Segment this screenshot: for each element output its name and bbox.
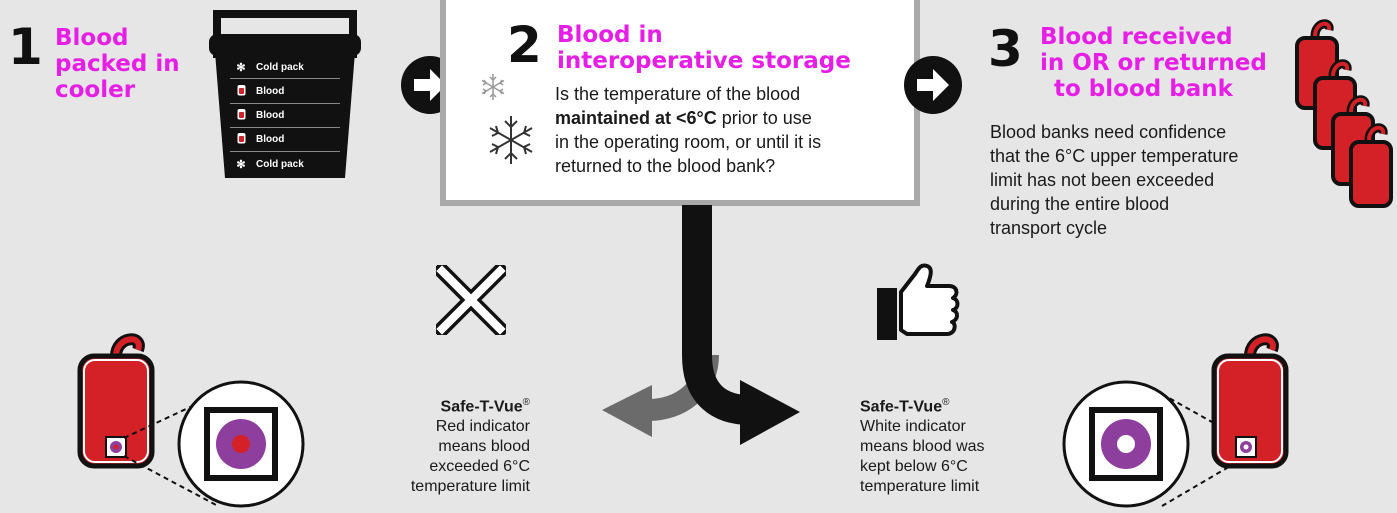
cooler-row-cold-pack-top: ✻Cold pack: [222, 58, 352, 76]
snowflake-icon: [478, 72, 508, 107]
fail-line: means blood: [438, 438, 530, 456]
step2-title: Blood in interoperative storage: [557, 22, 887, 74]
snowflake-icon: [484, 113, 538, 172]
step3-title-line2: in OR or returned: [1040, 50, 1267, 76]
step2-text-line2: maintained at <6°C prior to use: [555, 106, 905, 130]
step2-text-line1: Is the temperature of the blood: [555, 84, 801, 104]
fail-brand: Safe-T-Vue®: [440, 397, 530, 416]
snowflake-icon: ✻: [236, 61, 246, 74]
blood-bag-icon: [76, 330, 156, 475]
fail-line: Red indicator: [435, 418, 530, 436]
arrow-right-icon: [903, 55, 963, 120]
step3-title-line3: to blood bank: [1054, 76, 1233, 102]
step2-text-line4: returned to the blood bank?: [555, 156, 776, 176]
step3-text-line: Blood banks need confidence: [990, 122, 1227, 142]
pass-line: White indicator: [860, 418, 966, 436]
step2-text: Is the temperature of the blood maintain…: [555, 82, 905, 178]
fail-line: exceeded 6°C: [429, 458, 530, 476]
fail-line: temperature limit: [410, 478, 530, 496]
step3-text: Blood banks need confidence that the 6°C…: [990, 120, 1290, 240]
step3-text-line: limit has not been exceeded: [990, 170, 1215, 190]
snowflake-icon: ✻: [236, 158, 246, 171]
magnifier-circle-icon: [175, 362, 307, 513]
pass-brand: Safe-T-Vue®: [860, 397, 950, 416]
step2-text-post1: prior to use: [716, 108, 812, 128]
step3-title: Blood received in OR or returned to bloo…: [1040, 24, 1290, 102]
step2-text-bold: maintained at <6°C: [555, 108, 717, 128]
step3-text-line: transport cycle: [990, 218, 1108, 238]
blood-bag-icon: [232, 131, 250, 147]
cooler-row-blood: Blood: [222, 106, 352, 124]
cooler-divider: [230, 127, 340, 128]
pass-line: temperature limit: [860, 478, 980, 496]
step3-text-line: that the 6°C upper temperature: [990, 146, 1239, 166]
blood-bag-icon: [232, 83, 250, 99]
blood-bag-stack-icon: [1293, 14, 1397, 219]
thumbs-up-icon: [875, 262, 965, 347]
zoom-lines: [1160, 390, 1260, 513]
step3-text-line: during the entire blood: [990, 194, 1170, 214]
split-arrow-icon: [590, 205, 810, 455]
magnifier-circle-icon: [1060, 362, 1192, 513]
step2-number: 2: [507, 16, 542, 74]
fail-indicator-text: Safe-T-Vue® Red indicator means blood ex…: [390, 393, 530, 497]
cooler-row-blood: Blood: [222, 82, 352, 100]
cooler-divider: [230, 151, 340, 152]
step2-title-line2: interoperative storage: [557, 48, 851, 74]
step2-text-line3: in the operating room, or until it is: [555, 132, 822, 152]
pass-line: kept below 6°C: [860, 458, 968, 476]
step1-title: Blood packed in cooler: [55, 25, 180, 103]
cooler-divider: [230, 78, 340, 79]
cooler-icon: [205, 6, 365, 186]
step3-number: 3: [988, 20, 1023, 78]
x-mark-icon: [431, 260, 511, 340]
step1-number: 1: [8, 18, 43, 76]
cooler-divider: [230, 103, 340, 104]
step3-title-line1: Blood received: [1040, 24, 1233, 50]
cooler-row-cold-pack-bottom: ✻Cold pack: [222, 155, 352, 173]
pass-indicator-text: Safe-T-Vue® White indicator means blood …: [860, 393, 1010, 497]
blood-bag-icon: [1210, 330, 1290, 475]
pass-line: means blood was: [860, 438, 985, 456]
blood-bag-icon: [232, 107, 250, 123]
step2-title-line1: Blood in: [557, 22, 663, 48]
cooler-row-blood: Blood: [222, 130, 352, 148]
step2-panel: [440, 0, 920, 206]
